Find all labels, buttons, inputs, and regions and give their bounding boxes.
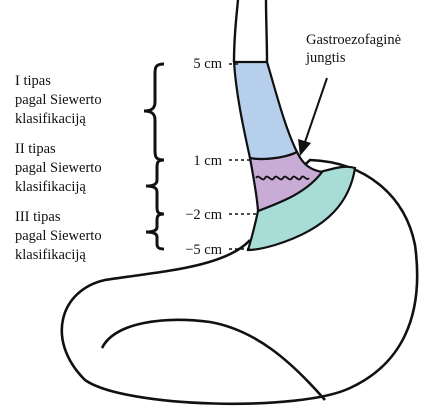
esophagus: [232, 60, 299, 160]
junction-label-line1: Gastroezofaginė: [306, 32, 401, 48]
marker-minus5cm: −5 cm: [185, 242, 222, 258]
brace-type3: [145, 212, 165, 251]
esophagus-wall-right: [264, 0, 269, 63]
type2-label-line3: klasifikaciją: [15, 179, 86, 195]
stomach-inner-curve: [100, 318, 326, 401]
marker-minus2cm: −2 cm: [185, 207, 222, 223]
type2-label-line2: pagal Siewerto: [15, 160, 102, 176]
type1-label-line3: klasifikaciją: [15, 111, 86, 127]
marker-1cm: 1 cm: [193, 153, 222, 169]
type1-label-line1: I tipas: [15, 73, 51, 89]
brace-type1: [143, 62, 165, 162]
brace-type2: [145, 158, 165, 216]
type1-label-line2: pagal Siewerto: [15, 92, 102, 108]
junction-arrow-head: [298, 139, 311, 156]
esophagus-wall-left: [232, 0, 240, 63]
z-line-squiggle: [255, 175, 310, 181]
type3-label-line1: III tipas: [15, 209, 61, 225]
type2-label-line1: II tipas: [15, 141, 56, 157]
junction-label-line2: jungtis: [305, 50, 346, 66]
stomach-outline: [60, 158, 419, 405]
type3-label-line3: klasifikaciją: [15, 247, 86, 263]
junction-arrow-line: [303, 77, 328, 146]
marker-5cm: 5 cm: [193, 56, 222, 72]
type3-label-line2: pagal Siewerto: [15, 228, 102, 244]
